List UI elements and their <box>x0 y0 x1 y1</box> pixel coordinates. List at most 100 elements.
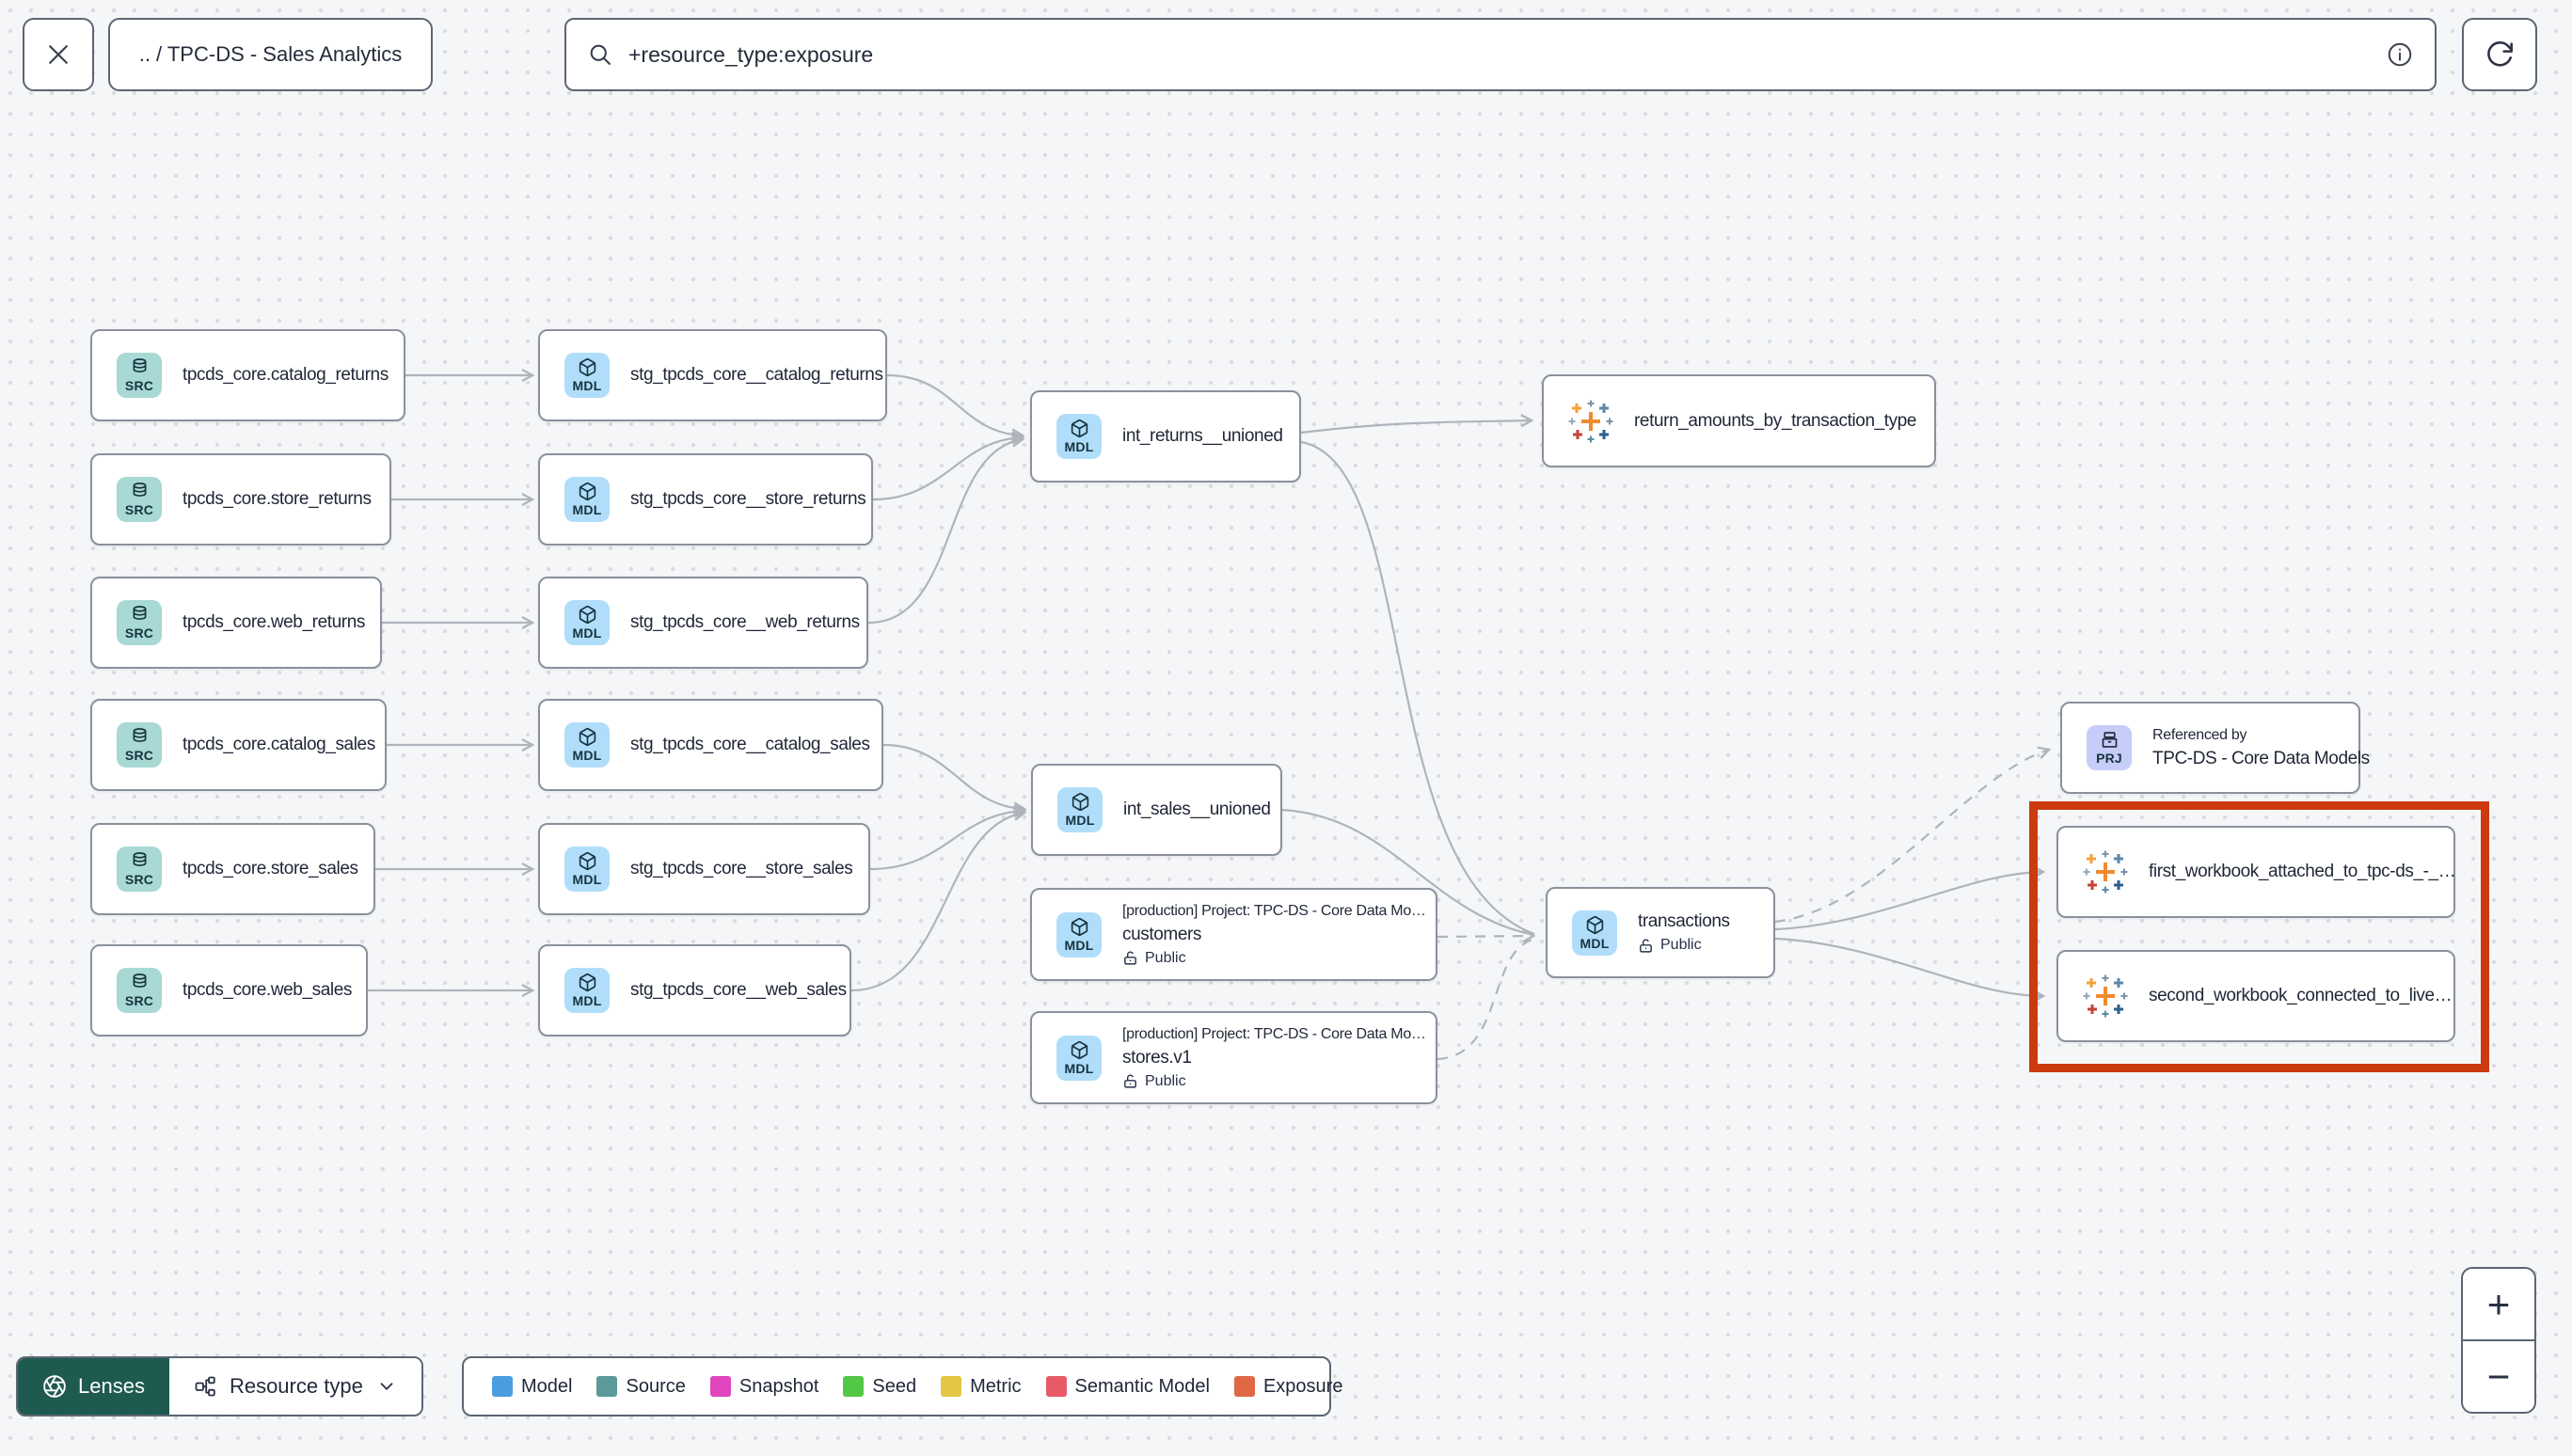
legend-swatch-model <box>492 1376 513 1397</box>
legend-label: Seed <box>872 1375 917 1397</box>
legend-swatch-seed <box>843 1376 865 1397</box>
cube-icon <box>579 605 595 625</box>
legend-label: Model <box>521 1375 573 1397</box>
node-source-tpcds-core-store-sales[interactable]: SRC tpcds_core.store_sales <box>90 823 375 915</box>
node-source-tpcds-core-web-sales[interactable]: SRC tpcds_core.web_sales <box>90 944 368 1037</box>
cube-icon <box>579 482 595 501</box>
close-button[interactable] <box>23 18 94 91</box>
resource-type-label: Resource type <box>229 1374 363 1398</box>
node-model-int-returns-unioned[interactable]: MDL int_returns__unioned <box>1030 390 1301 483</box>
node-title: second_workbook_connected_to_live… <box>2149 986 2453 1005</box>
node-title: stg_tpcds_core__web_sales <box>630 980 847 1000</box>
node-exposure-second-workbook[interactable]: second_workbook_connected_to_live… <box>2056 950 2455 1042</box>
database-icon <box>133 728 146 742</box>
legend: Model Source Snapshot Seed Metric Semant… <box>462 1356 1342 1416</box>
node-model-transactions[interactable]: MDL transactions Public <box>1546 887 1775 978</box>
source-badge: SRC <box>117 353 162 398</box>
legend-swatch-semantic-model <box>1045 1376 1067 1397</box>
search-bar[interactable] <box>564 18 2437 91</box>
model-badge: MDL <box>564 722 610 768</box>
node-model-stg-catalog-sales[interactable]: MDL stg_tpcds_core__catalog_sales <box>538 699 883 791</box>
legend-label: Semantic Model <box>1074 1375 1210 1397</box>
model-badge: MDL <box>1057 787 1103 832</box>
cube-icon <box>579 357 595 377</box>
close-icon <box>49 45 68 64</box>
node-exposure-return-amounts-by-transaction-type[interactable]: return_amounts_by_transaction_type <box>1542 374 1936 467</box>
node-model-stores-v1[interactable]: MDL [production] Project: TPC-DS - Core … <box>1030 1011 1437 1104</box>
node-project-header: [production] Project: TPC-DS - Core Data… <box>1122 902 1426 919</box>
legend-label: Snapshot <box>738 1375 819 1397</box>
legend-swatch-snapshot <box>709 1376 731 1397</box>
node-title: tpcds_core.store_returns <box>183 489 372 509</box>
node-source-tpcds-core-store-returns[interactable]: SRC tpcds_core.store_returns <box>90 453 391 546</box>
aperture-icon <box>43 1375 66 1398</box>
unlock-icon <box>1640 938 1652 953</box>
model-badge: MDL <box>564 600 610 645</box>
search-icon <box>590 44 611 65</box>
resource-type-dropdown[interactable]: Resource type <box>168 1358 421 1415</box>
node-title: first_workbook_attached_to_tpc-ds_-_… <box>2149 862 2456 881</box>
model-badge: MDL <box>564 847 610 892</box>
node-title: tpcds_core.store_sales <box>183 859 358 878</box>
node-title: customers <box>1122 924 1202 944</box>
model-badge: MDL <box>1572 910 1617 956</box>
node-source-tpcds-core-web-returns[interactable]: SRC tpcds_core.web_returns <box>90 577 382 669</box>
breadcrumb[interactable]: .. / TPC-DS - Sales Analytics <box>108 18 433 91</box>
node-model-stg-web-sales[interactable]: MDL stg_tpcds_core__web_sales <box>538 944 851 1037</box>
node-title: stg_tpcds_core__store_returns <box>630 489 866 509</box>
info-icon[interactable] <box>2386 40 2414 69</box>
cube-icon <box>1071 419 1088 438</box>
source-badge: SRC <box>117 722 162 768</box>
legend-swatch-metric <box>941 1376 962 1397</box>
zoom-in-button[interactable]: + <box>2463 1269 2534 1341</box>
legend-item-source: Source <box>596 1376 686 1398</box>
visibility-label: Public <box>1660 937 1702 953</box>
database-icon <box>133 483 146 497</box>
legend-item-model: Model <box>492 1376 572 1398</box>
node-source-tpcds-core-catalog-returns[interactable]: SRC tpcds_core.catalog_returns <box>90 329 405 421</box>
cube-icon <box>579 727 595 747</box>
cube-icon <box>579 973 595 992</box>
model-badge: MDL <box>1056 911 1102 957</box>
node-model-stg-store-sales[interactable]: MDL stg_tpcds_core__store_sales <box>538 823 870 915</box>
model-badge: MDL <box>1056 414 1102 459</box>
cube-icon <box>1071 917 1088 936</box>
node-title: tpcds_core.web_returns <box>183 612 365 632</box>
node-model-stg-web-returns[interactable]: MDL stg_tpcds_core__web_returns <box>538 577 868 669</box>
node-title: stores.v1 <box>1122 1047 1192 1068</box>
referenced-by-label: Referenced by <box>2152 726 2247 743</box>
node-title: int_sales__unioned <box>1123 799 1271 819</box>
search-input[interactable] <box>628 41 2371 68</box>
node-model-int-sales-unioned[interactable]: MDL int_sales__unioned <box>1031 764 1282 856</box>
unlock-icon <box>1124 951 1136 965</box>
database-icon <box>133 606 146 620</box>
tableau-icon <box>2083 850 2128 894</box>
node-source-tpcds-core-catalog-sales[interactable]: SRC tpcds_core.catalog_sales <box>90 699 387 791</box>
node-title: int_returns__unioned <box>1122 426 1283 446</box>
model-badge: MDL <box>564 968 610 1013</box>
database-icon <box>133 358 146 372</box>
node-title: stg_tpcds_core__store_sales <box>630 859 853 878</box>
node-model-customers[interactable]: MDL [production] Project: TPC-DS - Core … <box>1030 888 1437 981</box>
zoom-out-button[interactable]: − <box>2463 1341 2534 1412</box>
node-exposure-first-workbook[interactable]: first_workbook_attached_to_tpc-ds_-_… <box>2056 826 2456 918</box>
visibility-label: Public <box>1145 1072 1186 1089</box>
node-model-stg-catalog-returns[interactable]: MDL stg_tpcds_core__catalog_returns <box>538 329 887 421</box>
project-badge: PRJ <box>2087 725 2132 770</box>
node-project-reference-tpc-ds-core-data-models[interactable]: PRJ Referenced by TPC-DS - Core Data Mod… <box>2060 702 2370 794</box>
legend-item-exposure: Exposure <box>1233 1376 1342 1398</box>
node-model-stg-store-returns[interactable]: MDL stg_tpcds_core__store_returns <box>538 453 873 546</box>
cube-icon <box>1072 792 1088 812</box>
database-icon <box>133 852 146 866</box>
hierarchy-icon <box>195 1376 215 1397</box>
lenses-button[interactable]: Lenses <box>18 1358 169 1415</box>
cube-icon <box>1586 915 1603 934</box>
node-title: stg_tpcds_core__catalog_returns <box>630 365 883 385</box>
refresh-button[interactable] <box>2462 18 2537 91</box>
node-title: return_amounts_by_transaction_type <box>1634 410 1917 431</box>
refresh-icon <box>2487 41 2513 67</box>
visibility-label: Public <box>1145 949 1186 966</box>
node-title: stg_tpcds_core__web_returns <box>630 612 860 632</box>
cube-icon <box>1071 1040 1088 1059</box>
legend-item-seed: Seed <box>843 1376 916 1398</box>
